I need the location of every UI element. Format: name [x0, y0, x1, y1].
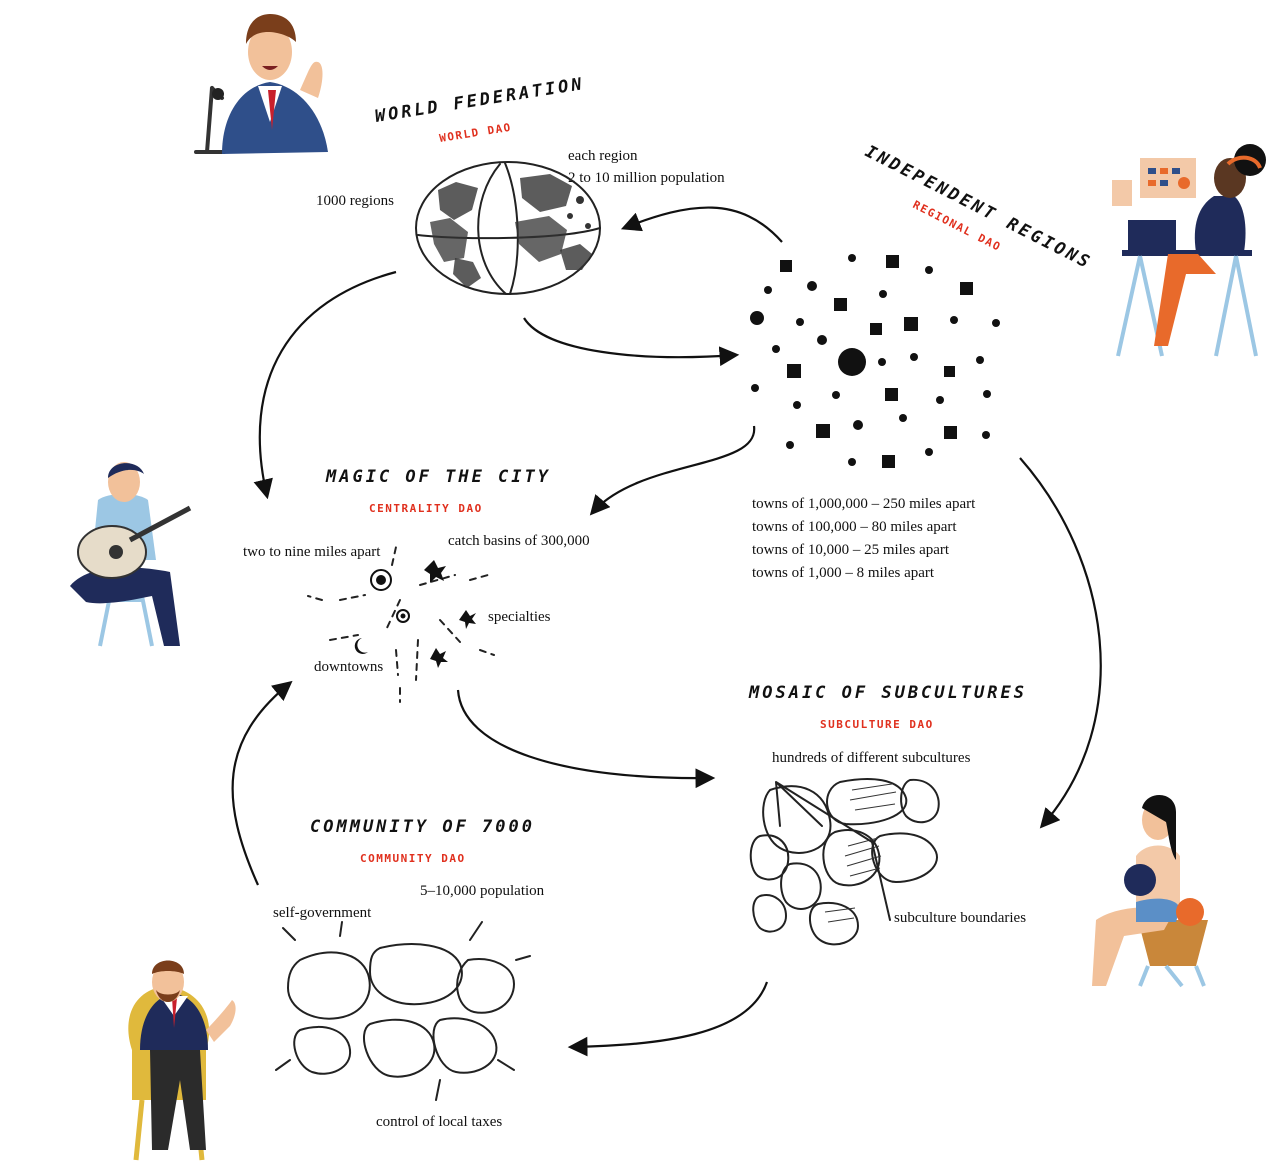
subculture-label-hundreds: hundreds of different subcultures [772, 750, 971, 766]
cycle-arrows [231, 206, 1102, 1057]
community-label-self-government: self-government [273, 905, 372, 921]
man-in-armchair-figure [128, 960, 236, 1161]
arrow-subcultures-to-community [567, 981, 769, 1057]
community-label-local-taxes: control of local taxes [376, 1114, 502, 1130]
city-label-downtowns: downtowns [314, 659, 383, 675]
world-label-regions: 1000 regions [316, 193, 394, 209]
city-label-specialties: specialties [488, 609, 551, 625]
arrow-world-to-city [253, 270, 397, 500]
community-dao-label: COMMUNITY DAO [360, 852, 466, 865]
speaker-with-microphone-figure [194, 14, 328, 154]
community-map-sketch [275, 921, 531, 1101]
world-label-each-region: each region [568, 148, 638, 164]
arrow-city-to-subcultures [456, 689, 716, 789]
city-label-miles: two to nine miles apart [243, 544, 381, 560]
regions-label-2: towns of 100,000 – 80 miles apart [752, 519, 957, 535]
arrow-regions-to-world [620, 206, 783, 243]
subculture-label-boundaries: subculture boundaries [894, 910, 1026, 926]
centrality-dao-label: CENTRALITY DAO [369, 502, 483, 515]
world-label-population: 2 to 10 million population [568, 170, 725, 186]
world-federation-node: WORLD FEDERATION WORLD DAO 1000 regions … [316, 74, 725, 295]
regions-label-4: towns of 1,000 – 8 miles apart [752, 565, 935, 581]
community-of-7000-node: COMMUNITY OF 7000 COMMUNITY DAO 5–10,000… [273, 817, 545, 1130]
arrow-regions-to-city [589, 425, 756, 516]
community-of-7000-title: COMMUNITY OF 7000 [310, 817, 535, 837]
woman-knitting-figure [1092, 794, 1208, 988]
community-label-population: 5–10,000 population [420, 883, 545, 899]
towns-dot-pattern [750, 254, 1000, 468]
world-dao-label: WORLD DAO [438, 121, 512, 145]
arrow-world-to-regions [523, 317, 740, 367]
subculture-mosaic-sketch [749, 778, 940, 946]
magic-of-the-city-node: MAGIC OF THE CITY CENTRALITY DAO two to … [243, 467, 590, 703]
arrow-community-to-city [231, 680, 293, 886]
subculture-dao-label: SUBCULTURE DAO [820, 718, 934, 731]
independent-regions-node: INDEPENDENT REGIONS REGIONAL DAO towns o… [750, 142, 1095, 581]
city-centers-sketch [307, 546, 495, 703]
guitar-player-figure [70, 462, 192, 647]
globe-sketch [415, 161, 601, 295]
mosaic-of-subcultures-title: MOSAIC OF SUBCULTURES [748, 683, 1027, 703]
woman-at-laptop-figure [1112, 144, 1266, 357]
regions-label-1: towns of 1,000,000 – 250 miles apart [752, 496, 976, 512]
regions-label-3: towns of 10,000 – 25 miles apart [752, 542, 950, 558]
mosaic-of-subcultures-node: MOSAIC OF SUBCULTURES SUBCULTURE DAO hun… [748, 683, 1027, 946]
arrow-regions-to-subcultures [1019, 457, 1102, 829]
world-federation-title: WORLD FEDERATION [374, 74, 586, 127]
magic-of-the-city-title: MAGIC OF THE CITY [325, 467, 551, 487]
independent-regions-title: INDEPENDENT REGIONS [862, 142, 1095, 274]
city-label-catch-basins: catch basins of 300,000 [448, 533, 590, 549]
